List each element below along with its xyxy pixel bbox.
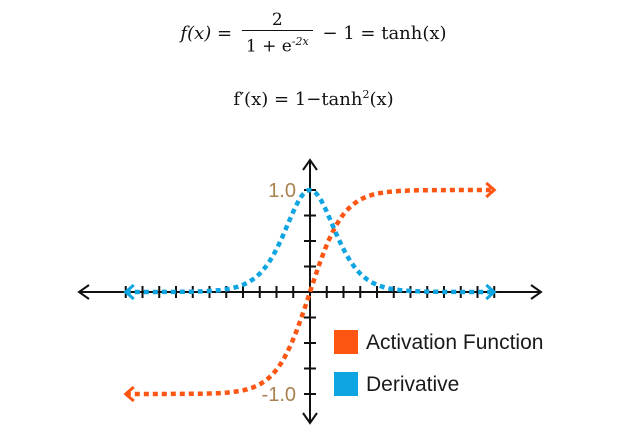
formula-eq: = [217, 23, 233, 44]
derivative-tail: (x) [369, 89, 394, 110]
denominator-base: 1 + e [245, 36, 292, 57]
x-axis-right-arrow [530, 284, 543, 300]
series-group [123, 181, 497, 403]
denominator-exponent: -2x [291, 35, 309, 49]
activation-series-line [125, 187, 495, 397]
legend-label-activation: Activation Function [366, 331, 543, 354]
derivative-series-line [125, 187, 495, 295]
x-axis-left-arrow [77, 284, 90, 300]
legend-swatch-derivative [334, 372, 358, 396]
activation-series-left-arrow [123, 385, 135, 403]
formula-lhs: f(x) [180, 23, 212, 44]
legend-swatch-activation [334, 330, 358, 354]
y-axis-top-arrow [302, 158, 318, 171]
activation-formula: f(x) = 2 1 + e-2x − 1 = tanh(x) [0, 10, 627, 58]
legend: Activation Function Derivative [334, 330, 543, 396]
derivative-lhs: f′(x) = 1−tanh [233, 89, 363, 110]
y-tick-label: -1.0 [262, 384, 296, 406]
activation-series-right-arrow [485, 181, 497, 199]
legend-label-derivative: Derivative [366, 373, 459, 396]
derivative-series-left-arrow [123, 283, 135, 301]
formula-tail: − 1 = tanh(x) [322, 23, 447, 44]
formula-denominator: 1 + e-2x [241, 30, 313, 58]
formula-numerator: 2 [271, 10, 283, 31]
derivative-sup: 2 [362, 88, 370, 101]
formula-fraction: 2 1 + e-2x [241, 10, 313, 58]
derivative-series-right-arrow [485, 283, 497, 301]
derivative-formula: f′(x) = 1−tanh2(x) [0, 82, 627, 110]
y-tick-label: 1.0 [268, 180, 296, 202]
y-axis-bottom-arrow [302, 412, 318, 425]
